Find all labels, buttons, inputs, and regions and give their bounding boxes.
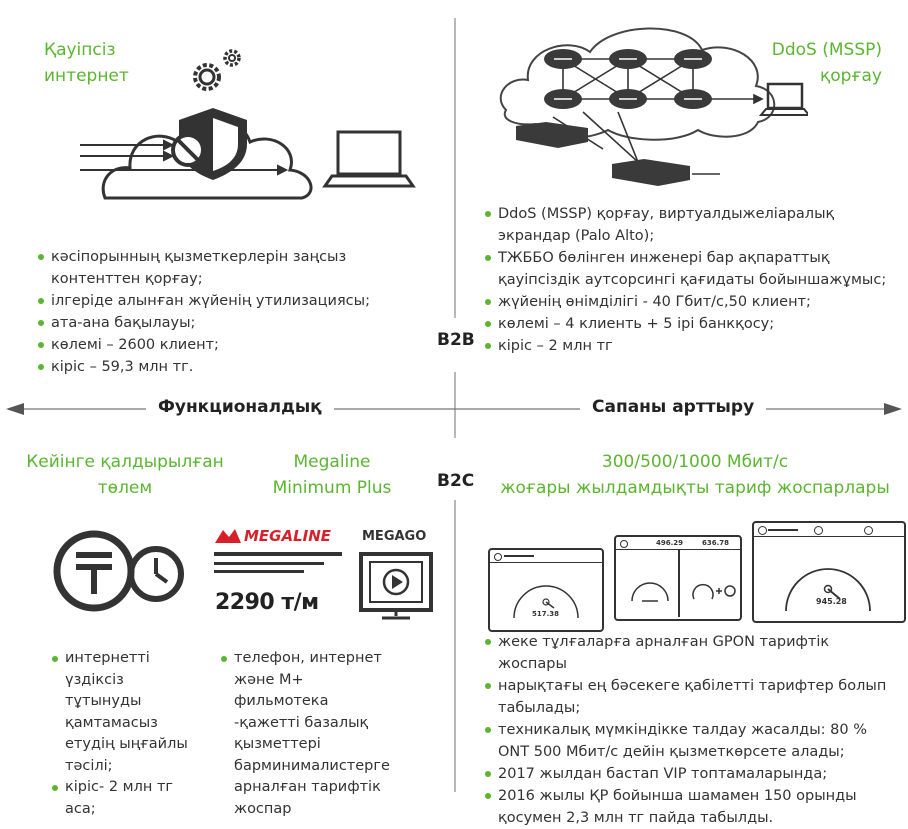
list-item: DdoS (MSSP) қорғау, виртуалдыжеліаралық …	[484, 203, 902, 247]
secure-internet-illustration	[80, 49, 416, 200]
q4-heading: 300/500/1000 Мбит/с жоғары жылдамдықты т…	[500, 452, 890, 498]
laptop-icon	[758, 82, 808, 116]
q3-bullet-list-left: интернетті үздіксіз тұтынуды қамтамасыз …	[51, 648, 201, 820]
play-icon	[392, 575, 403, 589]
segment-b2b: B2B	[437, 330, 475, 350]
q2-heading: DdoS (MSSP) қорғау	[771, 40, 882, 86]
speed-value-large: 945.28	[816, 597, 847, 606]
list-item: нарықтағы ең бәсекеге қабілетті тарифтер…	[484, 675, 902, 719]
list-item: интернетті үздіксіз тұтынуды қамтамасыз …	[51, 648, 201, 777]
list-item: 2016 жылы ҚР бойынша шамамен 150 орынды …	[484, 785, 902, 829]
laptop-icon	[322, 130, 416, 188]
block-icon	[171, 133, 205, 167]
list-item: 2017 жылдан бастап VIP топтамаларында;	[484, 763, 902, 785]
speedtest-window-mid: 496.29 636.78	[614, 535, 742, 621]
list-item: ТЖББО бөлінген инженері бар ақпараттық қ…	[484, 247, 902, 291]
q3-bullet-list-right: телефон, интернет және М+ фильмотека -қа…	[220, 648, 390, 820]
ddos-network-illustration	[499, 27, 808, 186]
list-item: кіріс- 2 млн тг аса;	[51, 777, 201, 820]
q2-bullet-list: DdoS (MSSP) қорғау, виртуалдыжеліаралық …	[484, 203, 902, 357]
q3-heading-right: Megaline Minimum Plus	[272, 452, 392, 498]
axis-label-left: Функционалдық	[146, 397, 334, 417]
speedtest-window-large: 945.28	[752, 521, 906, 623]
list-item: жүйенің өнімділігі - 40 Гбит/с,50 клиент…	[484, 291, 902, 313]
q1-heading: Қауіпсіз интернет	[44, 40, 129, 86]
list-item: ілгеріде алынған жүйенің утилизациясы;	[37, 290, 417, 312]
deferred-payment-illustration	[53, 530, 184, 612]
list-item: кәсіпорынның қызметкерлерін заңсыз конте…	[37, 246, 417, 290]
network-links	[552, 58, 764, 163]
clock-icon	[128, 546, 184, 602]
list-item: техникалық мүмкіндікке талдау жасалды: 8…	[484, 719, 902, 763]
speed-value-small: 517.38	[532, 610, 560, 618]
q3-heading-left: Кейінге қалдырылған төлем	[26, 452, 224, 498]
megaline-logo: MEGALINE	[213, 527, 353, 545]
megago-logo: MEGAGO	[362, 529, 427, 544]
incoming-arrows	[80, 139, 289, 176]
list-item: көлемі – 4 клиенть + 5 ірі банкқосу;	[484, 313, 902, 335]
list-item: ата-ана бақылауы;	[37, 312, 417, 334]
list-item: кіріс – 2 млн тг	[484, 335, 902, 357]
q4-bullet-list: жеке тұлғаларға арналған GPON тарифтік ж…	[484, 631, 902, 829]
server-icon	[516, 122, 690, 186]
tv-icon	[359, 552, 433, 620]
tenge-icon	[53, 530, 135, 612]
list-item: телефон, интернет және М+ фильмотека -қа…	[220, 648, 390, 820]
q1-bullet-list: кәсіпорынның қызметкерлерін заңсыз конте…	[37, 246, 417, 378]
gear-icon	[193, 49, 241, 91]
price-label: 2290 т/м	[215, 590, 319, 615]
list-item: кіріс – 59,3 млн тг.	[37, 356, 417, 378]
segment-b2c: B2C	[437, 471, 475, 491]
list-item: көлемі – 2600 клиент;	[37, 334, 417, 356]
text-lines-icon	[214, 552, 342, 573]
speedtest-window-small: 517.38	[488, 548, 604, 632]
list-item: жеке тұлғаларға арналған GPON тарифтік ж…	[484, 631, 902, 675]
axis-label-right: Сапаны арттыру	[580, 397, 767, 417]
